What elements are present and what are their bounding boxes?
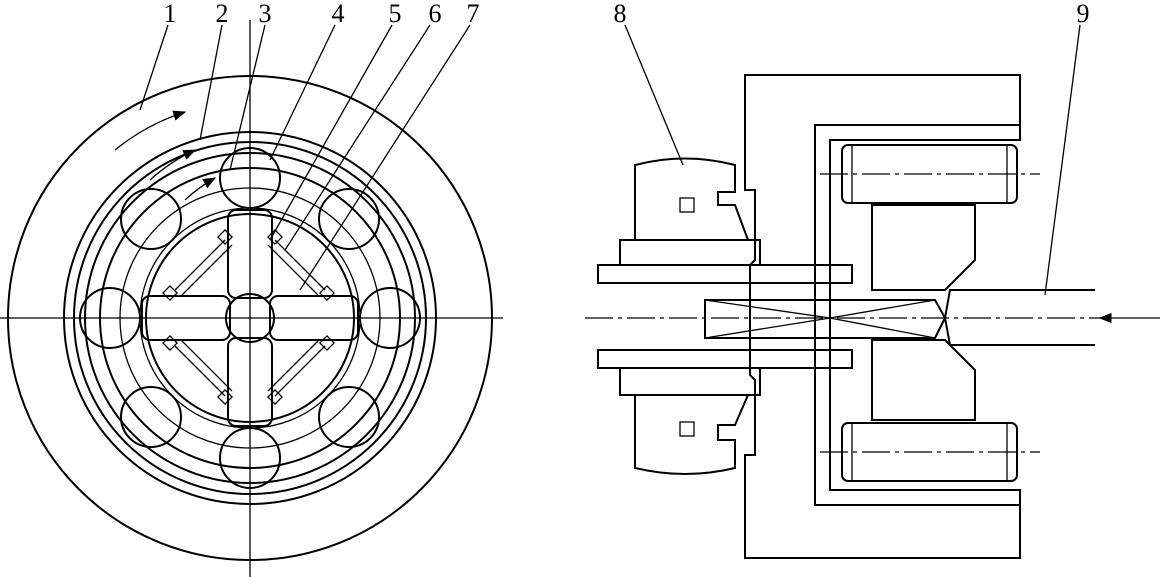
tube-bottom	[597, 349, 853, 369]
label-2: 2	[216, 0, 229, 28]
label-8: 8	[614, 0, 627, 28]
leaders-left	[139, 24, 471, 291]
label-4: 4	[332, 0, 345, 28]
label-3: 3	[259, 0, 272, 28]
tube-top	[597, 264, 853, 284]
outer-ring	[7, 75, 493, 561]
balls	[79, 147, 421, 489]
label-1: 1	[164, 0, 177, 28]
die	[704, 299, 947, 339]
label-5: 5	[389, 0, 402, 28]
housing	[744, 74, 1021, 559]
liner	[814, 124, 1021, 506]
flange-nut-bottom	[634, 394, 750, 475]
label-6: 6	[429, 0, 442, 28]
label-9: 9	[1077, 0, 1090, 28]
label-7: 7	[467, 0, 480, 28]
die-holder	[871, 204, 976, 291]
ring-2	[63, 131, 437, 505]
section-view: 8 9	[585, 0, 1160, 559]
end-view: 1 2 3 4 5 6 7	[0, 0, 503, 577]
flange-nut-top	[634, 157, 750, 241]
hammers	[141, 209, 359, 427]
